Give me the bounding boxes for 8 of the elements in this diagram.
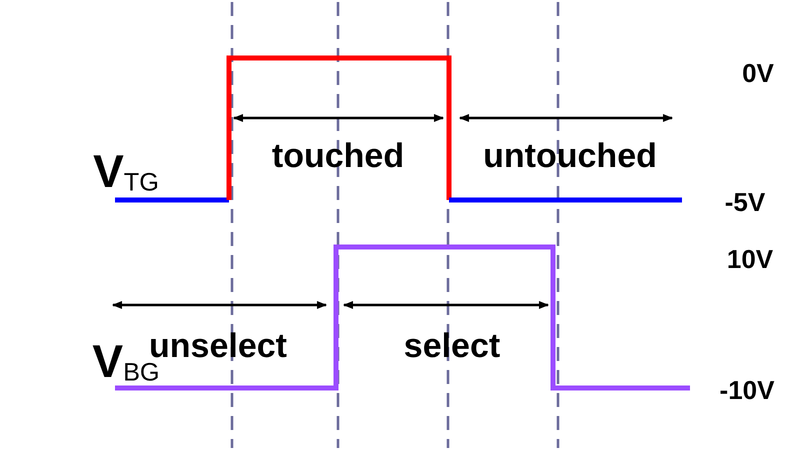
voltage-label: -5V <box>724 189 766 215</box>
voltage-label: 10V <box>726 246 774 272</box>
interval-label: untouched <box>483 139 657 173</box>
signal-name: V$_{TG}$ <box>93 148 159 196</box>
interval-label: touched <box>272 139 404 173</box>
interval-label: select <box>404 329 500 363</box>
voltage-label: -10V <box>720 377 774 403</box>
voltage-label: 0V <box>742 60 774 86</box>
